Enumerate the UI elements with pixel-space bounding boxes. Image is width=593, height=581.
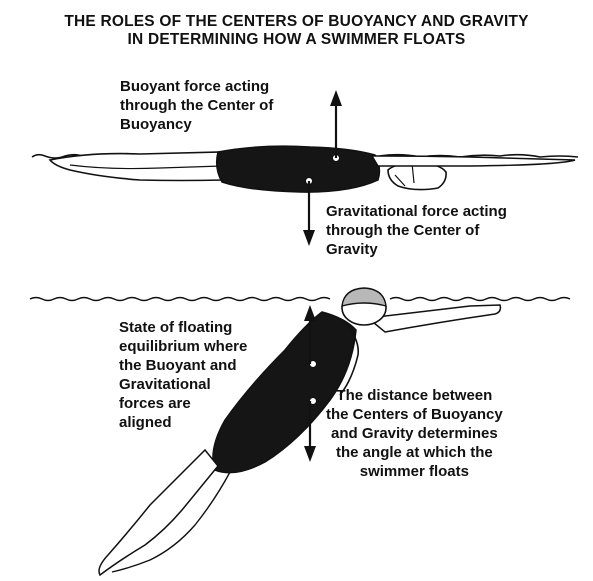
label-line: the angle at which the bbox=[326, 443, 503, 462]
label-line: the Centers of Buoyancy bbox=[326, 405, 503, 424]
bottom-swimmer-arm bbox=[368, 305, 500, 332]
label-line: Gravitational bbox=[119, 375, 247, 394]
label-line: Gravity bbox=[326, 240, 507, 259]
label-gravitational-force: Gravitational force acting through the C… bbox=[326, 202, 507, 259]
label-line: The distance between bbox=[326, 386, 503, 405]
label-line: forces are bbox=[119, 394, 247, 413]
buoyancy-arrow bbox=[330, 90, 342, 106]
label-line: the Buoyant and bbox=[119, 356, 247, 375]
label-line: Buoyant force acting bbox=[120, 77, 273, 96]
label-line: Gravitational force acting bbox=[326, 202, 507, 221]
label-line: Buoyancy bbox=[120, 115, 273, 134]
label-line: through the Center of bbox=[120, 96, 273, 115]
label-floating-equilibrium: State of floating equilibrium where the … bbox=[119, 318, 247, 432]
label-line: equilibrium where bbox=[119, 337, 247, 356]
label-line: and Gravity determines bbox=[326, 424, 503, 443]
label-buoyant-force: Buoyant force acting through the Center … bbox=[120, 77, 273, 134]
bottom-buoyancy-arrow bbox=[304, 305, 316, 321]
label-line: through the Center of bbox=[326, 221, 507, 240]
top-swimmer-torso bbox=[217, 146, 380, 192]
label-line: State of floating bbox=[119, 318, 247, 337]
label-line: swimmer floats bbox=[326, 462, 503, 481]
bottom-water-line bbox=[30, 298, 570, 301]
bottom-gravity-arrow bbox=[304, 446, 316, 462]
swim-cap bbox=[342, 288, 386, 306]
gravity-arrow bbox=[303, 230, 315, 246]
top-swimmer-arm bbox=[372, 156, 575, 166]
label-distance-between-centers: The distance between the Centers of Buoy… bbox=[326, 386, 503, 481]
label-line: aligned bbox=[119, 413, 247, 432]
